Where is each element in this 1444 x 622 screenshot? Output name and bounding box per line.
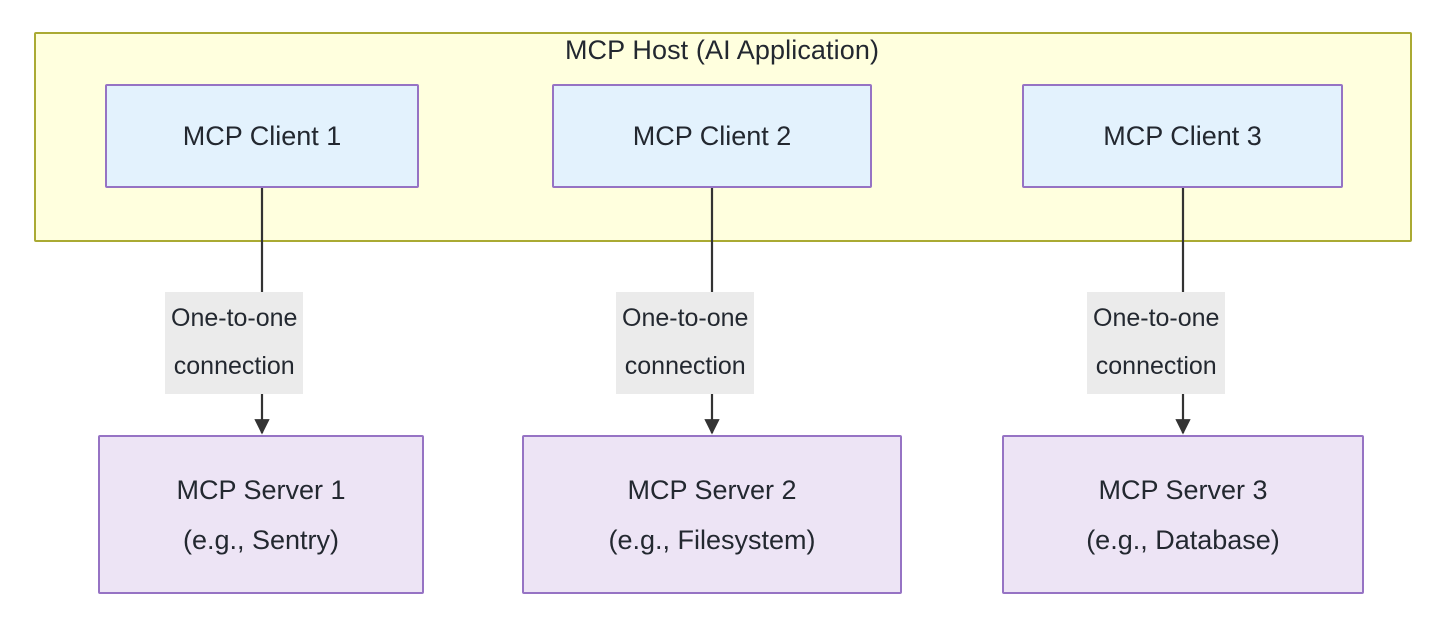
node-label-line-2: (e.g., Sentry) (182, 524, 340, 555)
node-mcp-client-1[interactable]: MCP Client 1 (105, 84, 419, 188)
edge-label-client3-server3: One-to-one connection (1087, 292, 1226, 394)
node-mcp-server-1[interactable]: MCP Server 1 (e.g., Sentry) (98, 435, 424, 594)
edge-label-client2-server2: One-to-one connection (616, 292, 755, 394)
node-mcp-client-2[interactable]: MCP Client 2 (552, 84, 872, 188)
node-label: MCP Client 3 (1103, 121, 1262, 151)
edge-label-client1-server1: One-to-one connection (165, 292, 304, 394)
node-label-line-1: MCP Server 1 (176, 474, 346, 505)
node-mcp-client-3[interactable]: MCP Client 3 (1022, 84, 1343, 188)
node-label-line-2: (e.g., Database) (1086, 524, 1280, 555)
node-label: MCP Client 2 (632, 121, 792, 151)
node-label: MCP Client 1 (182, 121, 342, 151)
edge-label-line-2: connection (1095, 352, 1217, 380)
edge-label-line-1: One-to-one (171, 304, 298, 332)
node-mcp-server-2[interactable]: MCP Server 2 (e.g., Filesystem) (522, 435, 902, 594)
edge-label-line-2: connection (624, 352, 746, 380)
mcp-host-title: MCP Host (AI Application) (564, 35, 880, 65)
edge-label-line-1: One-to-one (1093, 304, 1220, 332)
node-label-line-1: MCP Server 2 (627, 474, 797, 505)
edge-label-line-2: connection (173, 352, 295, 380)
edge-label-line-1: One-to-one (622, 304, 749, 332)
node-mcp-server-3[interactable]: MCP Server 3 (e.g., Database) (1002, 435, 1364, 594)
node-label-line-2: (e.g., Filesystem) (608, 524, 816, 555)
node-label-line-1: MCP Server 3 (1098, 474, 1268, 505)
